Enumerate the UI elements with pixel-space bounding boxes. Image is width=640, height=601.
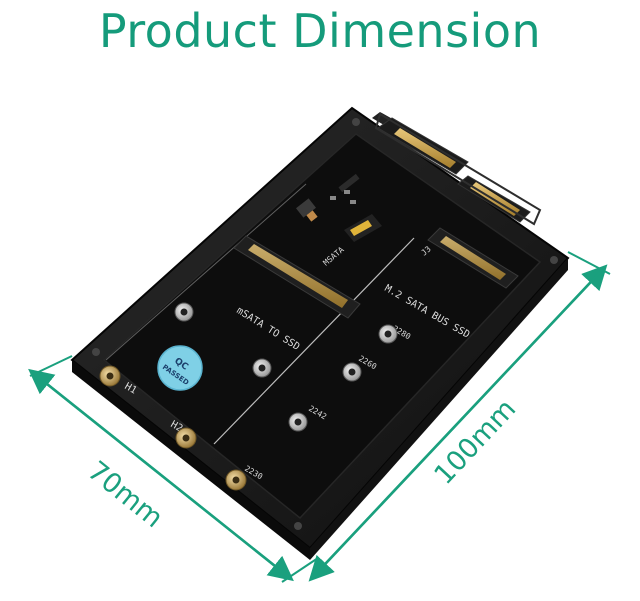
m2-slot: J3	[420, 227, 519, 289]
width-label: 70mm	[82, 455, 169, 534]
length-dimension-line-back	[308, 267, 605, 582]
smd-components	[296, 173, 360, 222]
msata-outline	[105, 183, 307, 361]
h1-label: H1	[123, 381, 139, 397]
standoff-holes	[174, 302, 398, 432]
adapter-board: MSATA J3 mSATA TO SSD M.2 SATA BUS SSD 2…	[70, 106, 570, 560]
width-extension-line-top	[29, 355, 73, 377]
qc-passed-badge: QC PASSED	[157, 345, 203, 391]
slot-divider	[213, 237, 415, 445]
brass-screws	[99, 365, 247, 491]
frame-holes	[92, 118, 558, 530]
sata-connector	[372, 112, 542, 226]
width-dimension-line-back	[28, 368, 291, 579]
length-extension-line-top	[567, 251, 611, 275]
jumper-block	[344, 214, 382, 242]
pcb	[102, 133, 542, 520]
page-title: Product Dimension	[98, 4, 542, 58]
frame-side-right	[310, 258, 568, 560]
frame-side-left	[72, 360, 310, 560]
